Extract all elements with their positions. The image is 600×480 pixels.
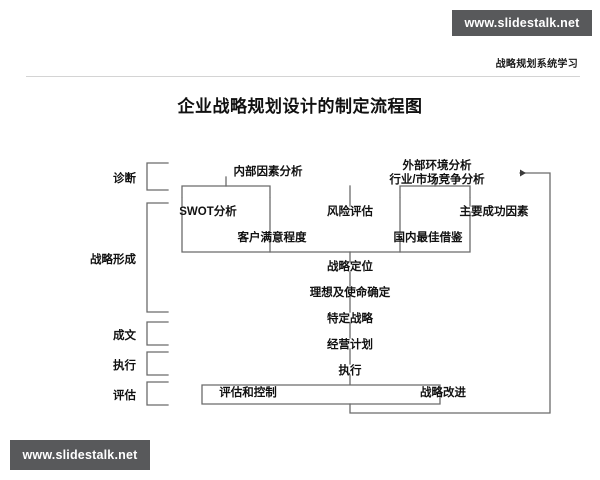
node-specific-strategy: 特定战略 <box>327 313 373 325</box>
stage-label-documentation: 成文 <box>113 330 136 342</box>
bracket-internal <box>181 185 271 198</box>
stage-bracket-2 <box>146 321 169 346</box>
bracket-row2-bottom <box>181 211 471 253</box>
node-evaluation-control: 评估和控制 <box>219 387 277 399</box>
node-strategic-position: 战略定位 <box>327 261 373 273</box>
bracket-external <box>399 185 471 198</box>
node-key-success-factors: 主要成功因素 <box>459 206 529 218</box>
node-domestic-benchmark: 国内最佳借鉴 <box>393 232 463 244</box>
stage-label-diagnosis: 诊断 <box>113 173 136 185</box>
watermark-bottom: www.slidestalk.net <box>10 440 150 470</box>
node-business-plan: 经营计划 <box>327 339 373 351</box>
node-execution: 执行 <box>338 365 362 377</box>
bracket-exec-split <box>201 374 441 405</box>
page-title: 企业战略规划设计的制定流程图 <box>177 97 423 116</box>
stage-bracket-4 <box>146 381 169 406</box>
stage-bracket-1 <box>146 202 169 313</box>
stage-label-evaluation: 评估 <box>113 390 136 402</box>
node-strategy-improvement: 战略改进 <box>420 387 466 399</box>
node-customer-satisfaction: 客户满意程度 <box>237 232 307 244</box>
node-swot-analysis: SWOT分析 <box>179 206 237 218</box>
stage-label-strategy-formation: 战略形成 <box>90 254 136 266</box>
node-risk-assessment: 风险评估 <box>327 206 373 218</box>
header-subtitle: 战略规划系统学习 <box>495 59 578 70</box>
node-external-environment: 外部环境分析 <box>402 160 472 172</box>
node-vision-mission: 理想及使命确定 <box>309 287 391 299</box>
watermark-top: www.slidestalk.net <box>452 10 592 36</box>
node-internal-factors: 内部因素分析 <box>233 166 303 178</box>
stage-label-execution: 执行 <box>113 360 136 372</box>
node-industry-market-competition: 行业/市场竞争分析 <box>389 174 485 186</box>
header-divider <box>26 76 580 77</box>
stage-bracket-3 <box>146 351 169 376</box>
loop-bottom <box>349 169 551 414</box>
stage-bracket-0 <box>146 162 169 191</box>
